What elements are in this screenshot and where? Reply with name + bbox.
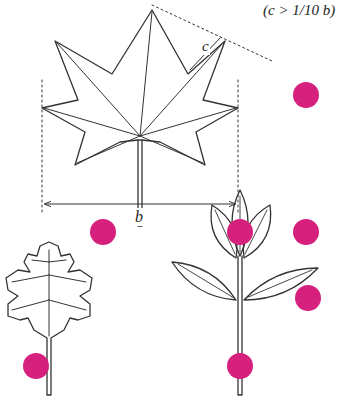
dimension-letter: b [134, 208, 144, 226]
marker-dots [23, 82, 321, 379]
dimension-c [152, 5, 272, 70]
formula-note: (c > 1/10 b) [262, 2, 336, 19]
maple-veins [44, 12, 236, 163]
lobed-leaf [6, 242, 92, 395]
maple-leaf [42, 10, 238, 165]
lobed-leaf-veins [12, 250, 86, 336]
compound-leaf [172, 190, 318, 395]
dimension-b [42, 80, 238, 212]
dimension-letter: c [201, 38, 210, 55]
